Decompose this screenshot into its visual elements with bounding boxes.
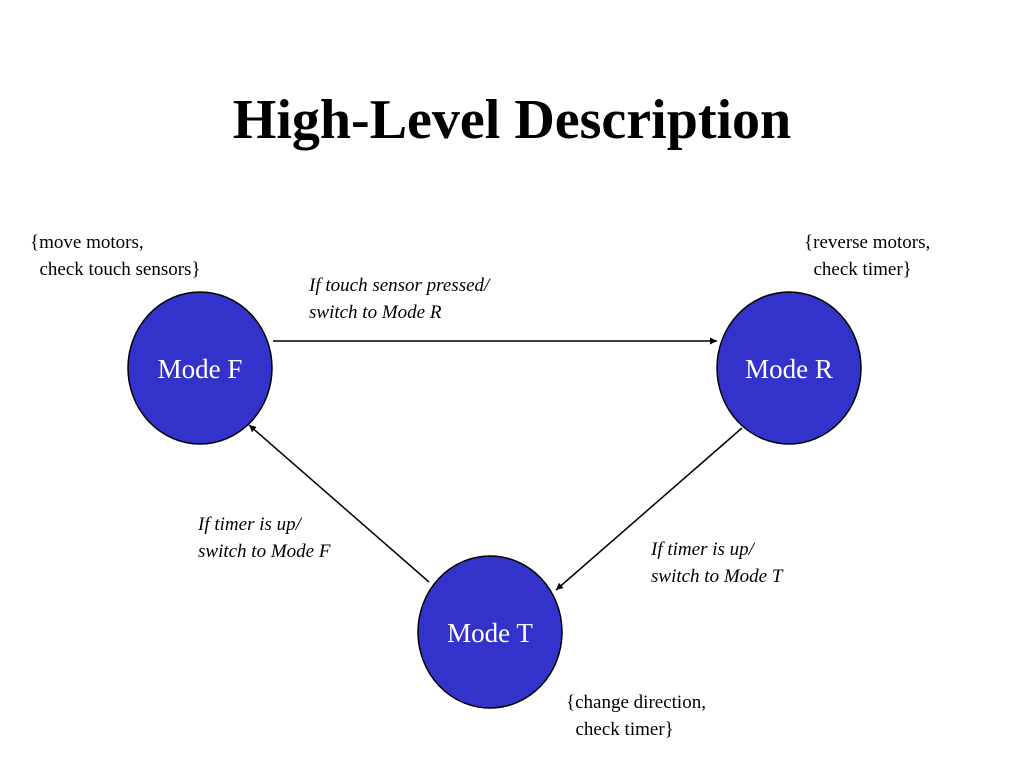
transition-label-f-to-r: If touch sensor pressed/ switch to Mode … (309, 275, 490, 323)
node-mode-t: Mode T (417, 555, 563, 709)
node-mode-t-label: Mode T (447, 618, 533, 648)
page-title: High-Level Description (232, 89, 792, 151)
node-mode-r-label: Mode R (745, 354, 833, 384)
annotation-mode-r: {reverse motors, check timer} (804, 232, 931, 280)
edge-t-to-f (248, 424, 430, 583)
node-mode-f: Mode F (127, 291, 273, 445)
node-mode-f-label: Mode F (158, 354, 243, 384)
annotation-mode-f: {move motors, check touch sensors} (30, 232, 201, 280)
node-mode-r: Mode R (716, 291, 862, 445)
transition-label-t-to-f: If timer is up/ switch to Mode F (198, 514, 331, 562)
transition-label-r-to-t: If timer is up/ switch to Mode T (651, 539, 783, 587)
edge-r-to-t (555, 427, 743, 591)
annotation-mode-t: {change direction, check timer} (566, 692, 706, 740)
